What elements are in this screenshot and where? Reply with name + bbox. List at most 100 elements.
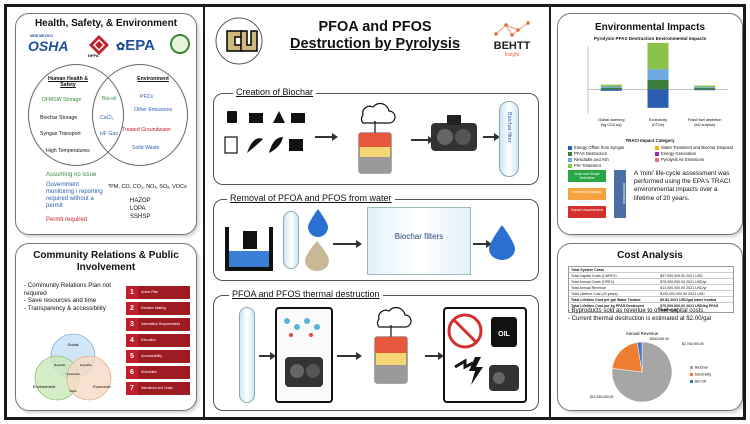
- divider-right: [549, 7, 551, 417]
- lca-impact-box: Impact Assessment: [568, 206, 606, 218]
- hse-title: Health, Safety, & Environment: [34, 18, 178, 29]
- community-title: Community Relations & Public Involvement: [16, 250, 196, 274]
- arrow-removal: [333, 240, 362, 248]
- pie-legend-swatch-1: [690, 373, 693, 376]
- impact-category-tick-1-1: (CTUe): [652, 123, 665, 127]
- impact-bar-chart: Global warming(kg CO2 eq)Ecotoxicity(CTU…: [587, 42, 728, 127]
- impact-bar-2-0: [694, 89, 716, 91]
- cost-row-1-value: $37,000,000.00 2021 USD: [660, 273, 703, 278]
- legend-no-issue: Assuming no issue: [46, 172, 97, 178]
- behtt-sub: Insight: [504, 52, 520, 58]
- impact-bar-2-2: [694, 87, 716, 89]
- cost-row-6: Total Lifetime Cost per kg PFAS Destroye…: [569, 303, 733, 312]
- venn-equitable: Equitable: [80, 363, 92, 367]
- arrow-filters: [473, 240, 492, 248]
- epa-label: EPA: [125, 37, 155, 54]
- venn-viable: Viable: [69, 389, 77, 393]
- nm-label: NEW MEXICO: [30, 34, 53, 38]
- community-panel: Community Relations & Public Involvement…: [15, 243, 197, 411]
- community-title-line2: Involvement: [76, 262, 136, 273]
- removal-title: Removal of PFOA and PFOS from water: [227, 193, 395, 203]
- lca-description: A 'mini' life-cycle assessment was perfo…: [634, 170, 731, 202]
- legend-item-1-text: PFAS Destruction: [574, 151, 608, 156]
- left-item-2: Syngas Transport: [40, 131, 81, 137]
- impact-category-tick-1-0: Ecotoxicity: [649, 118, 667, 122]
- step-1-num: 1: [126, 286, 138, 299]
- code-lopa: LOPA: [130, 206, 146, 212]
- env-impacts-panel: Environmental Impacts Pyrolysis PFAS Des…: [557, 13, 743, 235]
- water-basin-icon: [225, 227, 273, 271]
- pfas-molecule-icon: [284, 318, 323, 387]
- cost-bullet-0-text: Byproducts sold as revenue to offset cap…: [571, 308, 705, 314]
- legend-item-4: Water Treatment and Biochar Disposal: [655, 145, 738, 150]
- biochar-filter-column: Biochar filter: [499, 101, 519, 177]
- step-7-label: Narratives and Goals: [138, 382, 190, 395]
- left-item-0: DFMSW Storage: [42, 97, 82, 103]
- osha-logo: OSHA: [28, 38, 69, 54]
- concentrate-drop-icon: [305, 241, 329, 271]
- pie-legend-2: Bio Oil: [695, 380, 706, 384]
- cost-table: Total System Costs Total Capital Costs (…: [568, 266, 734, 313]
- legend-item-3-text: Pre-Treatment: [574, 163, 601, 168]
- pie-slice-1: [611, 342, 643, 373]
- poster-title: PFOA and PFOS Destruction by Pyrolysis: [265, 19, 485, 53]
- clean-water-drop-icon: [489, 225, 515, 260]
- thermal-cloud-icon: [376, 306, 412, 328]
- pyrolysis-reactor-icon: [358, 102, 396, 174]
- biochar-filter-label: Biochar filter: [506, 112, 512, 143]
- poster-title-line1: PFOA and PFOS: [318, 19, 432, 35]
- legend-item-1: PFAS Destruction: [568, 151, 651, 156]
- bullet-0-text: Community Relations Plan not required: [24, 282, 112, 297]
- impact-bar-2-1: [694, 88, 716, 90]
- venn-environment-label: Environment: [33, 384, 56, 389]
- cost-row-2-value: $75,000,000.00 2021 USD/yr: [660, 279, 707, 284]
- epa-icon: ✿: [116, 41, 126, 53]
- left-item-3: High Temperatures: [46, 148, 90, 154]
- venn-left-title: Human Health & Safety: [47, 76, 89, 88]
- impact-category-label: TRACI Impact Category: [625, 138, 675, 143]
- cost-bullet-0: - Byproducts sold as revenue to offset c…: [568, 308, 705, 314]
- cost-row-3-label: Total Annual Revenue: [571, 285, 606, 290]
- step-6-num: 6: [126, 366, 138, 379]
- pie-label-2: $340,000.00: [650, 337, 669, 341]
- arrow-feed: [315, 133, 338, 141]
- cost-panel: Cost Analysis Total System Costs Total C…: [557, 243, 743, 411]
- impact-bar-1-3: [647, 42, 669, 70]
- cost-row-5: Total Lifetime Cost per gal Water Treate…: [569, 297, 733, 303]
- cost-row-2: Total Annual Costs (OPEX)$75,000,000.00 …: [569, 279, 733, 285]
- biochar-filters-box: Biochar filters: [367, 207, 471, 275]
- cost-bullet-1: - Current thermal destruction is estimat…: [568, 315, 712, 322]
- pie-slice-2: [636, 341, 643, 373]
- cost-row-4: Total Lifetime Cost (20 years)$190,000,0…: [569, 291, 733, 297]
- nfpa-label: NFPA: [88, 53, 99, 58]
- products-icons: OIL: [447, 313, 519, 391]
- impact-bar-0-0: [600, 89, 622, 91]
- cost-row-3-value: $13,000,000.00 2021 USD/yr: [660, 285, 707, 290]
- step-3-num: 3: [126, 318, 138, 331]
- venn-environment: [92, 64, 188, 166]
- right-item-0: PFCs: [140, 94, 153, 100]
- step-7-num: 7: [126, 382, 138, 395]
- cost-row-0-value: [658, 267, 733, 272]
- revenue-pie-chart: Annual Revenue$10,150,000.00$2,700,000.0…: [590, 331, 711, 403]
- pie-label-0: $10,150,000.00: [590, 395, 614, 399]
- removal-column: [283, 211, 299, 269]
- cost-row-6-value: $70,000,000.00 2021 USD/kg PFAS destroye…: [660, 303, 719, 312]
- cost-row-1-label: Total Capital Costs (CAPEX): [571, 273, 617, 278]
- products-box: OIL: [443, 307, 527, 403]
- center-item-2: HF Gas: [100, 131, 118, 137]
- bullet-0: - Community Relations Plan not required: [24, 282, 112, 297]
- biochar-title: Creation of Biochar: [233, 87, 317, 97]
- right-item-3: Solid Waste: [132, 145, 160, 151]
- step-2-label: Decision Making: [138, 302, 190, 315]
- poster-title-line2: Destruction by Pyrolysis: [289, 36, 461, 52]
- pie-legend-0: Biochar: [695, 366, 709, 370]
- pie-slice-0: [611, 341, 673, 403]
- venn-economic: Economic: [93, 384, 111, 389]
- impact-bar-1-1: [647, 80, 669, 90]
- feedstock-icons: [224, 111, 305, 154]
- step-6-label: Schedules: [138, 366, 190, 379]
